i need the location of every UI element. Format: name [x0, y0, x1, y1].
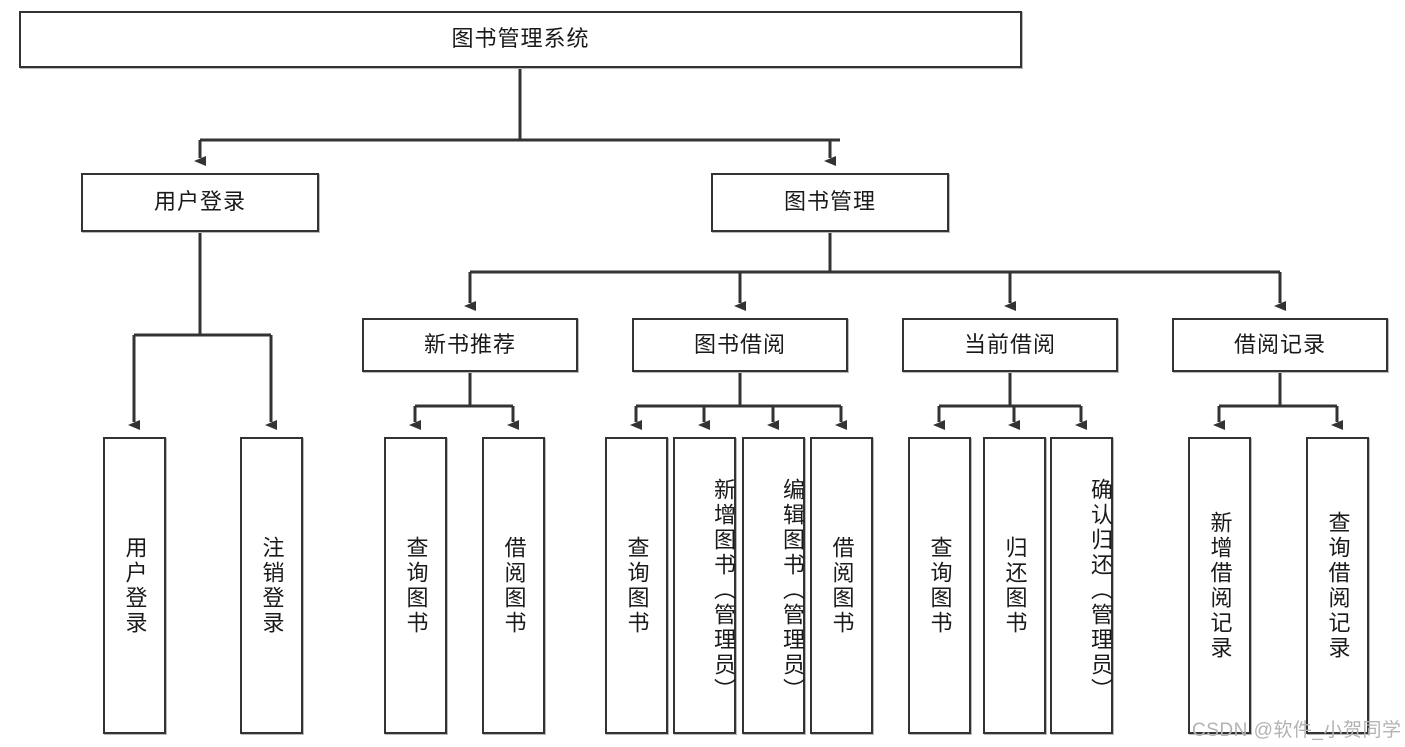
- node-leaf-confirm-return-label: 确认归还（管理员）: [1088, 478, 1113, 703]
- node-user-login-label: 用户登录: [153, 189, 246, 215]
- node-leaf-query-book-cur[interactable]: 查询图书: [908, 437, 971, 734]
- node-new-book-rec-label: 新书推荐: [423, 331, 516, 357]
- node-leaf-logout[interactable]: 注销登录: [240, 437, 303, 734]
- node-root-label: 图书管理系统: [451, 26, 590, 52]
- node-leaf-query-book-cur-label: 查询图书: [927, 535, 953, 636]
- node-leaf-borrow-book-rec[interactable]: 借阅图书: [482, 437, 545, 734]
- node-leaf-return-book-label: 归还图书: [1002, 535, 1028, 636]
- node-leaf-add-record-label: 新增借阅记录: [1207, 510, 1233, 661]
- node-borrow-record[interactable]: 借阅记录: [1172, 318, 1388, 372]
- node-leaf-logout-label: 注销登录: [259, 535, 285, 636]
- node-current-borrow[interactable]: 当前借阅: [902, 318, 1118, 372]
- node-borrow-record-label: 借阅记录: [1233, 331, 1326, 357]
- node-leaf-add-record[interactable]: 新增借阅记录: [1188, 437, 1251, 734]
- node-leaf-user-login-label: 用户登录: [122, 535, 148, 636]
- node-leaf-edit-book[interactable]: 编辑图书（管理员）: [742, 437, 805, 734]
- node-leaf-query-book-rec[interactable]: 查询图书: [384, 437, 447, 734]
- node-user-login[interactable]: 用户登录: [81, 173, 319, 232]
- node-leaf-borrow-book-rec-label: 借阅图书: [501, 535, 527, 636]
- node-book-borrow-label: 图书借阅: [693, 331, 786, 357]
- node-leaf-return-book[interactable]: 归还图书: [983, 437, 1046, 734]
- node-book-manage-label: 图书管理: [783, 189, 876, 215]
- csdn-watermark: CSDN @软件_小贺同学: [1192, 715, 1401, 742]
- node-leaf-add-book-label: 新增图书（管理员）: [711, 478, 736, 703]
- node-root[interactable]: 图书管理系统: [19, 11, 1022, 68]
- node-leaf-query-book[interactable]: 查询图书: [605, 437, 668, 734]
- node-leaf-query-record[interactable]: 查询借阅记录: [1306, 437, 1369, 734]
- node-leaf-edit-book-label: 编辑图书（管理员）: [780, 478, 805, 703]
- node-leaf-borrow-book-label: 借阅图书: [829, 535, 855, 636]
- node-current-borrow-label: 当前借阅: [963, 331, 1056, 357]
- node-book-manage[interactable]: 图书管理: [711, 173, 949, 232]
- node-leaf-add-book[interactable]: 新增图书（管理员）: [673, 437, 736, 734]
- csdn-watermark-text: CSDN @软件_小贺同学: [1192, 720, 1402, 741]
- node-leaf-query-record-label: 查询借阅记录: [1325, 510, 1351, 661]
- node-leaf-borrow-book[interactable]: 借阅图书: [810, 437, 873, 734]
- node-leaf-user-login[interactable]: 用户登录: [103, 437, 166, 734]
- node-leaf-query-book-rec-label: 查询图书: [403, 535, 429, 636]
- node-book-borrow[interactable]: 图书借阅: [632, 318, 848, 372]
- node-leaf-query-book-label: 查询图书: [624, 535, 650, 636]
- node-leaf-confirm-return[interactable]: 确认归还（管理员）: [1050, 437, 1113, 734]
- node-new-book-rec[interactable]: 新书推荐: [362, 318, 578, 372]
